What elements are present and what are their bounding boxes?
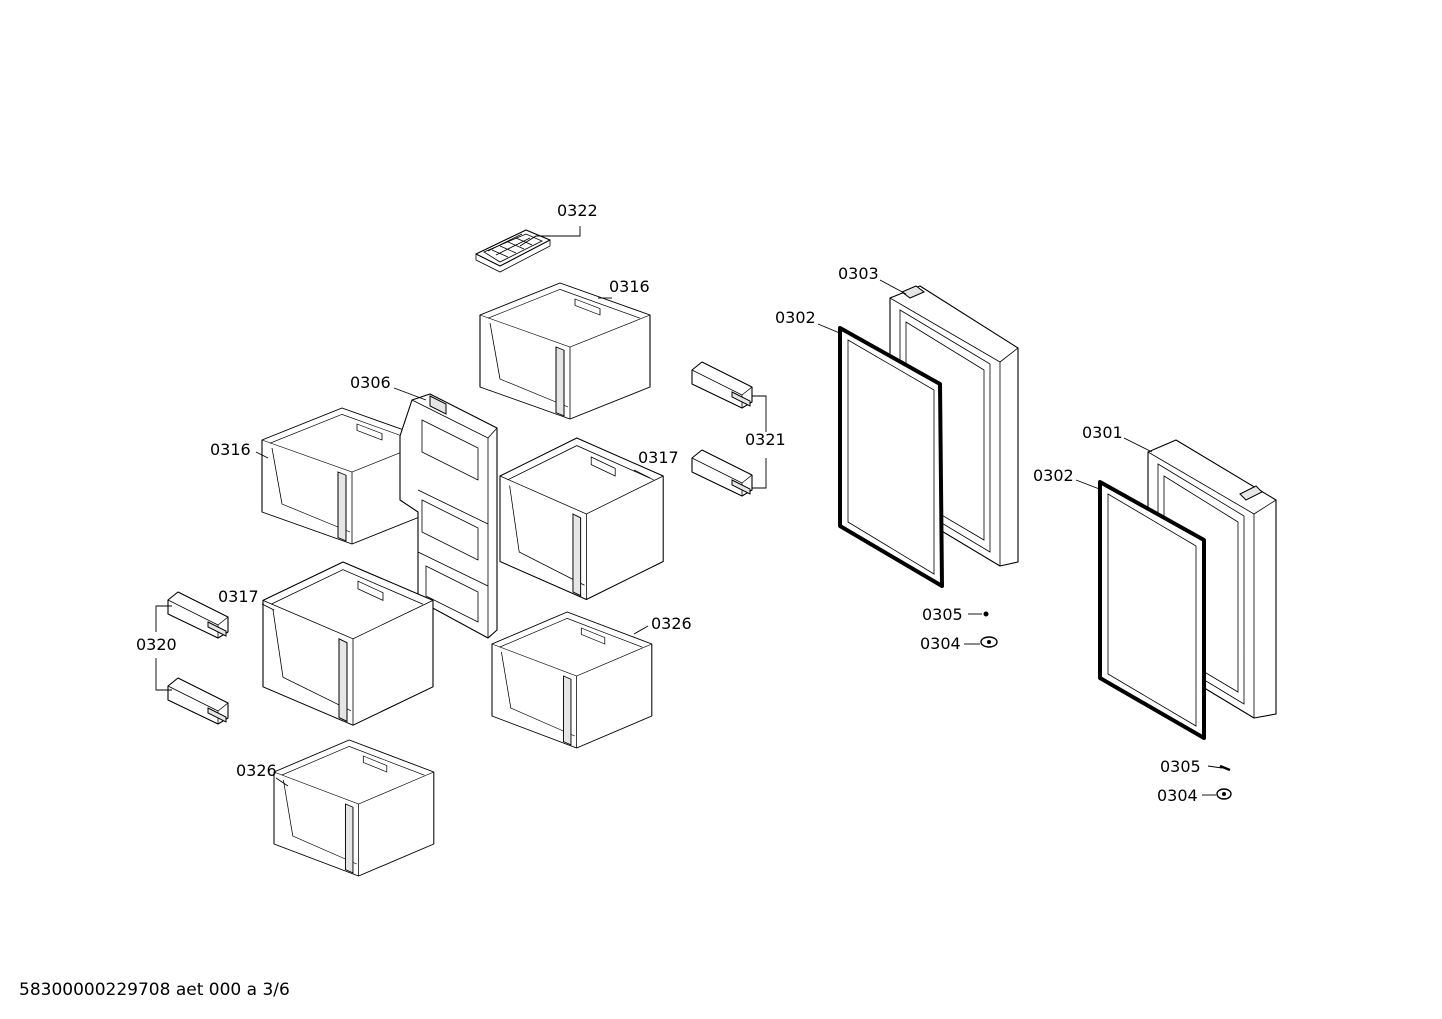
label-gasket-lower: 0302 [1033, 466, 1074, 485]
document-id-footer: 58300000229708 aet 000 a 3/6 [19, 980, 290, 1000]
label-drawer-left-upper: 0316 [210, 440, 251, 459]
frame [399, 393, 498, 639]
label-drawer-mid-right: 0317 [638, 448, 679, 467]
leader-drawer-mid-right [633, 469, 651, 479]
label-gasket-upper: 0302 [775, 308, 816, 327]
leader-drawer-left-lower [261, 603, 275, 611]
drawer-top [479, 282, 651, 420]
leader-door-upper [879, 279, 907, 295]
ice-tray [475, 226, 581, 273]
drawer-bottom-right [491, 611, 653, 749]
leader-rail-left [155, 605, 172, 691]
rail-right-upper [691, 361, 753, 409]
label-screw-upper: 0305 [922, 605, 963, 624]
label-screw-lower: 0305 [1160, 757, 1201, 776]
drawer-left-lower [262, 561, 434, 726]
label-door-lower: 0301 [1082, 423, 1123, 442]
hinge-upper [964, 636, 998, 648]
leader-frame [393, 387, 427, 401]
label-drawer-bottom-left: 0326 [236, 761, 277, 780]
label-rail-left: 0320 [136, 635, 177, 654]
drawer-bottom-left [273, 739, 435, 877]
rail-right-lower [691, 449, 753, 497]
leader-door-lower [1123, 437, 1153, 453]
leader-rail-right [752, 395, 767, 489]
label-rail-right: 0321 [745, 430, 786, 449]
label-frame: 0306 [350, 373, 391, 392]
screw-upper [968, 611, 989, 617]
leader-gasket-lower [1075, 479, 1103, 491]
leader-drawer-bottom-left [275, 777, 289, 787]
label-hinge-lower: 0304 [1157, 786, 1198, 805]
leader-drawer-left-upper [255, 451, 269, 459]
label-door-upper: 0303 [838, 264, 879, 283]
label-drawer-bottom-right: 0326 [651, 614, 692, 633]
label-ice-tray: 0322 [557, 201, 598, 220]
leader-gasket-upper [817, 323, 843, 335]
screw-lower [1207, 764, 1231, 772]
gasket-lower [1098, 480, 1206, 740]
label-drawer-top: 0316 [609, 277, 650, 296]
label-hinge-upper: 0304 [920, 634, 961, 653]
label-drawer-left-lower: 0317 [218, 587, 259, 606]
gasket-upper [838, 326, 944, 588]
rail-left-lower [167, 677, 229, 725]
leader-drawer-bottom-right [633, 625, 649, 635]
hinge-lower [1202, 788, 1232, 800]
